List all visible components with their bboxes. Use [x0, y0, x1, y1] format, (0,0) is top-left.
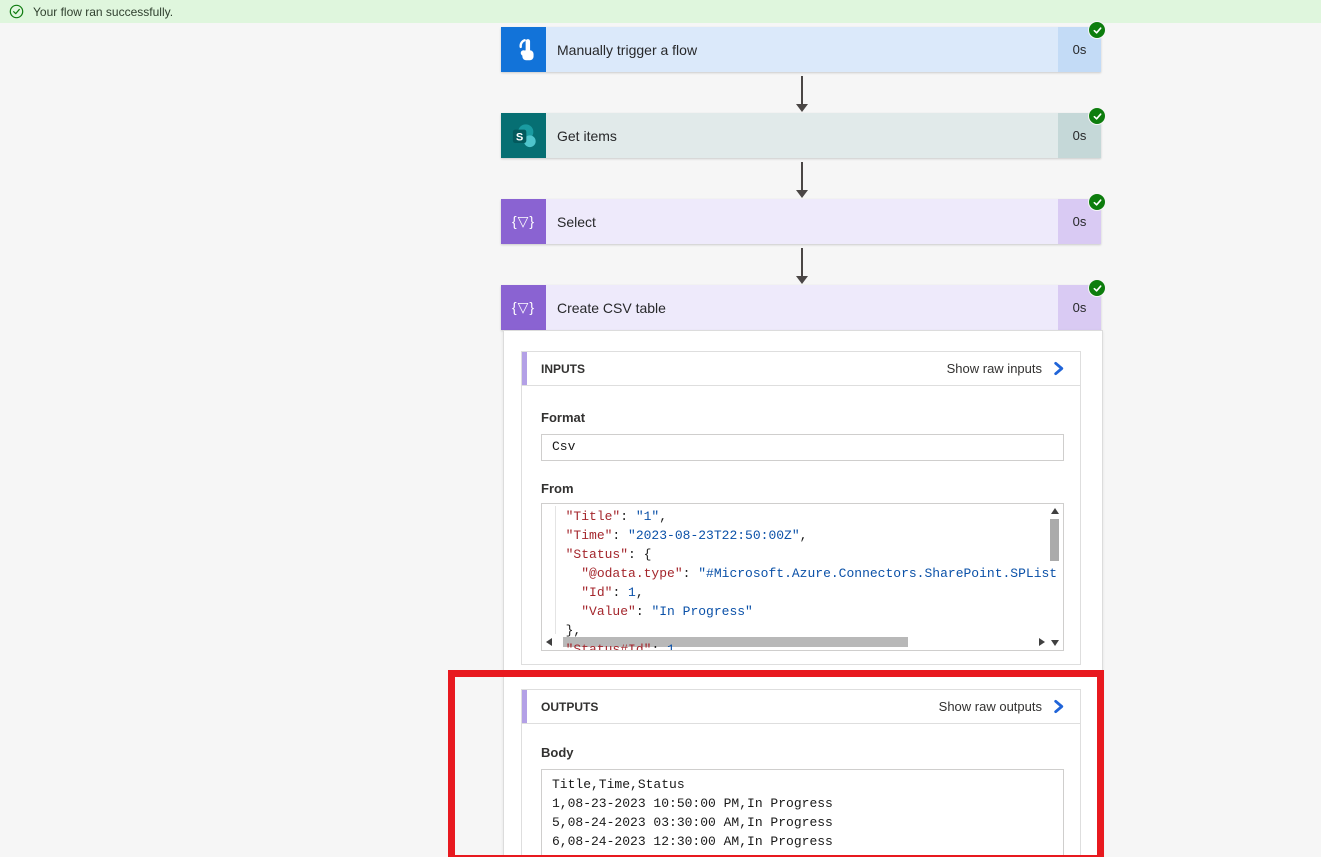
scroll-right-icon[interactable] [1039, 638, 1045, 646]
data-operation-icon: {▽} [501, 199, 546, 244]
flow-step-get-items[interactable]: S Get items 0s [501, 107, 1106, 158]
step-title: Select [557, 213, 596, 230]
vertical-scroll-thumb[interactable] [1050, 519, 1059, 561]
from-code-box[interactable]: "Title": "1", "Time": "2023-08-23T22:50:… [541, 503, 1064, 651]
from-label: From [541, 481, 574, 496]
scroll-left-icon[interactable] [546, 638, 552, 646]
flow-step-create-csv-table[interactable]: {▽} Create CSV table 0s [501, 279, 1106, 330]
flow-step-manually-trigger-a-flow[interactable]: Manually trigger a flow 0s [501, 21, 1106, 72]
banner-message: Your flow ran successfully. [33, 4, 174, 19]
purple-accent-bar [522, 352, 527, 385]
step-title: Manually trigger a flow [557, 41, 698, 58]
purple-accent-bar [522, 690, 527, 723]
connector-arrow [795, 162, 808, 198]
data-operation-icon: {▽} [501, 285, 546, 330]
scroll-up-icon[interactable] [1051, 508, 1059, 514]
indent-guide-line [555, 506, 556, 634]
chevron-right-icon [1051, 361, 1066, 376]
horizontal-scroll-thumb[interactable] [563, 637, 908, 647]
vertical-scrollbar[interactable] [1048, 505, 1062, 649]
sharepoint-icon: S [501, 113, 546, 158]
format-label: Format [541, 410, 586, 425]
flow-step-select[interactable]: {▽} Select 0s [501, 193, 1106, 244]
success-banner: Your flow ran successfully. [0, 0, 1321, 23]
manual-trigger-icon [501, 27, 546, 72]
format-value-box[interactable]: Csv [541, 434, 1064, 461]
success-check-badge [1088, 193, 1106, 211]
step-title: Get items [557, 127, 617, 144]
success-check-badge [1088, 21, 1106, 39]
connector-arrow [795, 76, 808, 112]
show-raw-inputs-link[interactable]: Show raw inputs [947, 361, 1066, 376]
success-check-badge [1088, 279, 1106, 297]
inputs-section-header: INPUTS Show raw inputs [521, 351, 1081, 386]
chevron-right-icon [1051, 699, 1066, 714]
inputs-title: INPUTS [541, 361, 586, 376]
step-title: Create CSV table [557, 299, 666, 316]
format-value: Csv [552, 439, 576, 454]
outputs-title: OUTPUTS [541, 699, 599, 714]
check-circle-icon [9, 4, 24, 19]
svg-text:S: S [515, 131, 522, 143]
outputs-section-header: OUTPUTS Show raw outputs [521, 689, 1081, 724]
from-code-lines: "Title": "1", "Time": "2023-08-23T22:50:… [550, 509, 1058, 651]
scroll-down-icon[interactable] [1051, 640, 1059, 646]
connector-arrow [795, 248, 808, 284]
success-check-badge [1088, 107, 1106, 125]
horizontal-scrollbar[interactable] [543, 635, 1048, 649]
show-raw-outputs-link[interactable]: Show raw outputs [939, 699, 1066, 714]
body-label: Body [541, 745, 574, 760]
